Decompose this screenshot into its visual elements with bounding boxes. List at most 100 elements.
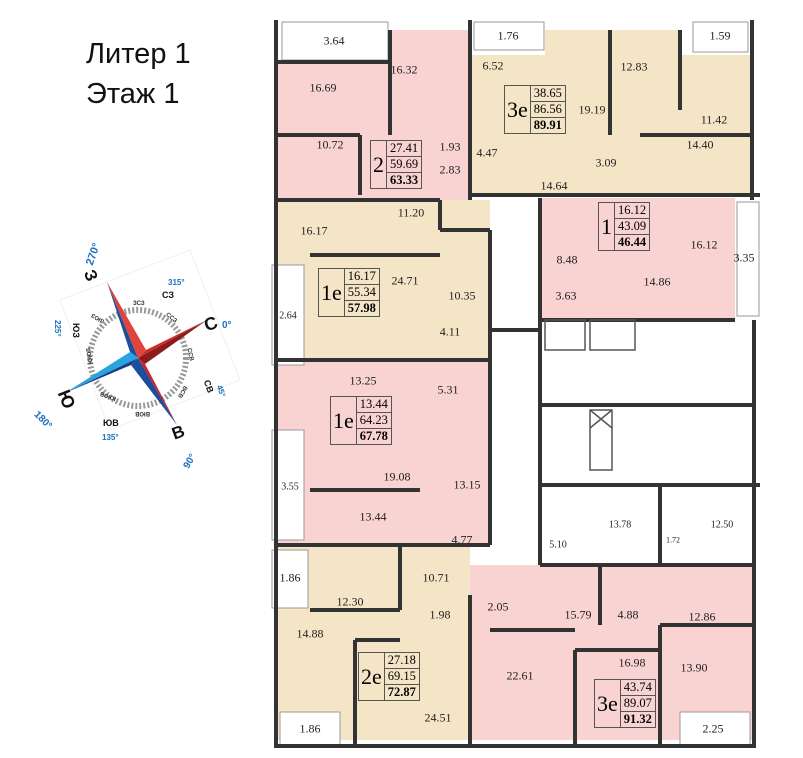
total-area-with-balcony: 89.91 xyxy=(533,118,562,132)
total-area: 64.23 xyxy=(356,413,391,429)
compass-minor-label: ЗСЗ xyxy=(133,301,145,307)
apartment-type: 3е xyxy=(505,86,531,133)
apartment-type: 1е xyxy=(319,269,345,316)
total-area: 43.09 xyxy=(615,219,650,235)
room-area: 12.86 xyxy=(688,609,716,624)
room-area: 3.09 xyxy=(595,155,617,170)
liter-title: Литер 1 xyxy=(86,38,191,70)
apartment-type: 2е xyxy=(359,653,385,700)
compass-nw-deg: 315° xyxy=(168,278,185,287)
living-area: 27.41 xyxy=(387,141,422,157)
compass-se-deg: 135° xyxy=(102,433,119,442)
elevator xyxy=(589,319,636,351)
room-area: 4.11 xyxy=(439,324,461,339)
living-area: 16.12 xyxy=(615,203,650,219)
room-area: 1.72 xyxy=(666,535,680,545)
room-area: 10.72 xyxy=(316,137,344,152)
compass-minor-label: ЮЮВ xyxy=(99,390,117,402)
compass-ring xyxy=(87,307,189,409)
room-area: 1.59 xyxy=(709,28,731,43)
room-area: 5.10 xyxy=(549,539,567,551)
room-area: 1.76 xyxy=(497,28,519,43)
room-area: 13.25 xyxy=(349,373,377,388)
total-area-with-balcony: 91.32 xyxy=(623,712,652,726)
room-area: 1.93 xyxy=(439,139,461,154)
compass-sw: ЮЗ xyxy=(71,323,81,338)
room-area: 24.71 xyxy=(391,273,419,288)
living-area: 43.74 xyxy=(620,680,655,696)
total-area: 59.69 xyxy=(387,157,422,173)
room-area: 22.61 xyxy=(506,668,534,683)
apartment-2e-fill xyxy=(278,545,470,740)
apartment-3e-top-fill-b xyxy=(545,30,680,60)
room-area: 14.40 xyxy=(686,137,714,152)
total-area: 55.34 xyxy=(344,285,379,301)
elevator xyxy=(544,319,586,351)
room-area: 3.35 xyxy=(733,250,755,265)
room-area: 3.64 xyxy=(323,33,345,48)
apartment-type: 1 xyxy=(599,203,615,250)
room-area: 3.63 xyxy=(555,288,577,303)
apartment-type: 2 xyxy=(371,141,387,188)
stairs xyxy=(589,409,613,471)
room-area: 16.32 xyxy=(390,62,418,77)
room-area: 13.44 xyxy=(359,509,387,524)
apartment-type: 1е xyxy=(331,397,357,444)
room-area: 2.25 xyxy=(702,721,724,736)
room-area: 16.69 xyxy=(309,80,337,95)
room-area: 15.79 xyxy=(564,607,592,622)
compass-se: ЮВ xyxy=(103,418,119,428)
apartment-type: 3е xyxy=(595,680,621,727)
room-area: 8.48 xyxy=(556,252,578,267)
total-area: 89.07 xyxy=(620,696,655,712)
room-area: 2.64 xyxy=(279,310,297,322)
total-area-with-balcony: 63.33 xyxy=(390,173,419,187)
compass-minor-label: ВСВ xyxy=(176,385,188,400)
room-area: 3.55 xyxy=(281,481,299,493)
room-area: 6.52 xyxy=(482,58,504,73)
compass-minor-label: ССВ xyxy=(186,348,194,363)
balcony xyxy=(279,711,341,747)
room-area: 1.86 xyxy=(279,570,301,585)
apartment-1e-fill xyxy=(278,200,490,360)
room-area: 5.31 xyxy=(437,382,459,397)
total-area-with-balcony: 46.44 xyxy=(618,235,647,249)
room-area: 14.86 xyxy=(643,274,671,289)
floor-title: Этаж 1 xyxy=(86,78,180,110)
room-area: 12.30 xyxy=(336,594,364,609)
room-area: 14.88 xyxy=(296,626,324,641)
walls xyxy=(274,20,760,748)
balcony xyxy=(473,21,545,51)
total-area-with-balcony: 67.78 xyxy=(359,429,388,443)
room-area: 16.98 xyxy=(618,655,646,670)
compass-n-deg: 0° xyxy=(222,320,232,331)
total-area-with-balcony: 57.98 xyxy=(347,301,376,315)
room-fills xyxy=(278,30,752,740)
room-area: 13.90 xyxy=(680,660,708,675)
compass-nw: СЗ xyxy=(162,290,174,300)
room-area: 13.78 xyxy=(608,519,632,531)
balcony xyxy=(736,201,760,317)
room-area: 12.50 xyxy=(710,519,734,531)
room-area: 1.86 xyxy=(299,721,321,736)
room-area: 19.19 xyxy=(578,102,606,117)
living-area: 27.18 xyxy=(384,653,419,669)
compass-n: С xyxy=(201,312,220,335)
room-area: 19.08 xyxy=(383,469,411,484)
room-area: 10.71 xyxy=(422,570,450,585)
room-area: 11.42 xyxy=(700,112,728,127)
room-area: 11.20 xyxy=(397,205,425,220)
apartment-3e-bottom-fill xyxy=(470,565,752,740)
apartment-2-kitchen-fill xyxy=(390,30,470,70)
total-area-with-balcony: 72.87 xyxy=(387,685,416,699)
